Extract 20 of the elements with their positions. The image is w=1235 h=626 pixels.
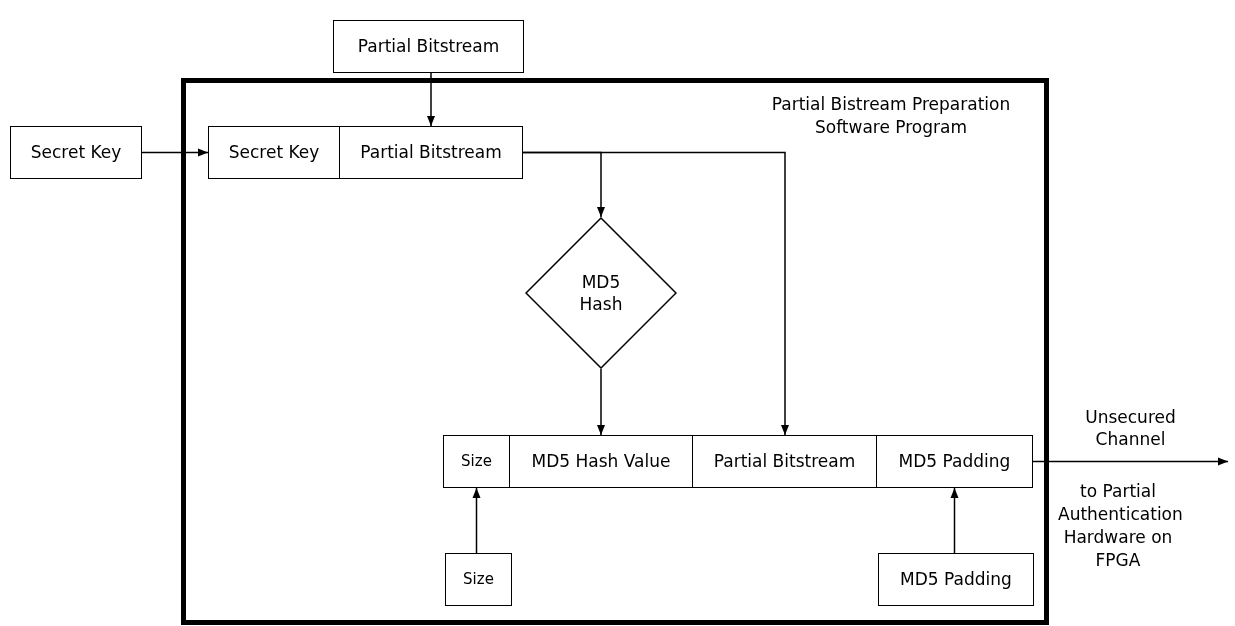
process-box: Partial Bitstream <box>333 20 524 73</box>
process-box: Size <box>443 435 510 488</box>
process-box: Partial Bitstream <box>339 126 523 179</box>
process-box: Partial Bitstream <box>692 435 877 488</box>
arrow <box>141 148 209 157</box>
arrow <box>950 487 959 554</box>
process-box: MD5 Padding <box>878 553 1034 606</box>
arrow <box>427 72 435 127</box>
diamond-label: MD5 Hash <box>578 270 624 316</box>
arrow <box>472 487 481 554</box>
process-box: MD5 Hash Value <box>509 435 693 488</box>
arrow <box>597 368 605 436</box>
arrow <box>522 151 789 436</box>
program-frame <box>181 78 1049 625</box>
frame-heading: Partial Bistream Preparation Software Program <box>770 93 1012 139</box>
arrow <box>1032 457 1229 466</box>
process-box: Size <box>445 553 512 606</box>
process-box: Secret Key <box>208 126 340 179</box>
process-box: MD5 Padding <box>876 435 1033 488</box>
process-box: Secret Key <box>10 126 142 179</box>
